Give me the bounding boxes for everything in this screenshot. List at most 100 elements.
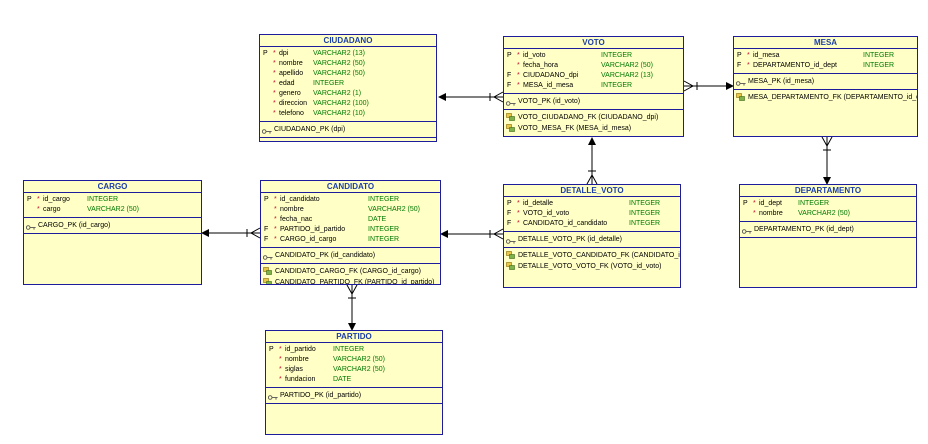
foreign-key-label: VOTO_MESA_FK (MESA_id_mesa) bbox=[518, 125, 632, 132]
primary-key-row[interactable]: DETALLE_VOTO_PK (id_detalle) bbox=[504, 234, 680, 245]
mandatory-marker: * bbox=[273, 80, 276, 87]
primary-key-row[interactable]: CIUDADANO_PK (dpi) bbox=[260, 124, 436, 135]
column-name: CARGO_id_cargo bbox=[280, 236, 337, 243]
column-type: INTEGER bbox=[368, 226, 400, 233]
rel-detalle-voto-voto[interactable] bbox=[586, 137, 598, 185]
primary-key-row[interactable]: DEPARTAMENTO_PK (id_dept) bbox=[740, 224, 916, 235]
foreign-key-row[interactable]: CANDIDATO_CARGO_FK (CARGO_id_cargo) bbox=[261, 266, 440, 277]
primary-key-row[interactable]: CANDIDATO_PK (id_candidato) bbox=[261, 250, 440, 261]
column-name: PARTIDO_id_partido bbox=[280, 226, 346, 233]
foreign-key-row[interactable]: VOTO_CIUDADANO_FK (CIUDADANO_dpi) bbox=[504, 112, 683, 123]
column-key-flag: P bbox=[507, 52, 512, 59]
primary-key-row[interactable]: VOTO_PK (id_voto) bbox=[504, 96, 683, 107]
column-type: VARCHAR2 (50) bbox=[333, 366, 385, 373]
foreign-key-row[interactable]: MESA_DEPARTAMENTO_FK (DEPARTAMENTO_id_de… bbox=[734, 92, 917, 103]
column-type: VARCHAR2 (50) bbox=[87, 206, 139, 213]
column-name: CANDIDATO_id_candidato bbox=[523, 220, 608, 227]
mandatory-marker: * bbox=[747, 62, 750, 69]
key-icon bbox=[741, 227, 752, 234]
column-key-flag: F bbox=[507, 220, 512, 227]
key-icon bbox=[262, 253, 273, 260]
column-name: MESA_id_mesa bbox=[523, 82, 574, 89]
rel-candidato-cargo[interactable] bbox=[201, 227, 261, 239]
key-icon bbox=[267, 393, 278, 400]
column-name: edad bbox=[279, 80, 295, 87]
rel-detalle-voto-candidato[interactable] bbox=[440, 228, 504, 240]
rel-voto-ciudadano[interactable] bbox=[438, 91, 504, 103]
mandatory-marker: * bbox=[517, 220, 520, 227]
column-type: DATE bbox=[333, 376, 352, 383]
column-type: VARCHAR2 (50) bbox=[313, 70, 365, 77]
primary-key-row[interactable]: MESA_PK (id_mesa) bbox=[734, 76, 917, 87]
foreign-key-section: VOTO_CIUDADANO_FK (CIUDADANO_dpi) VOTO_ME… bbox=[504, 110, 683, 136]
primary-key-label: PARTIDO_PK (id_partido) bbox=[280, 392, 362, 399]
mandatory-marker: * bbox=[274, 206, 277, 213]
primary-key-row[interactable]: CARGO_PK (id_cargo) bbox=[24, 220, 201, 231]
mandatory-marker: * bbox=[517, 82, 520, 89]
mandatory-marker: * bbox=[517, 200, 520, 207]
column-key-flag: F bbox=[507, 82, 512, 89]
column-name: apellido bbox=[279, 70, 304, 77]
column-type: VARCHAR2 (50) bbox=[333, 356, 385, 363]
rel-mesa-departamento[interactable] bbox=[821, 136, 833, 185]
mandatory-marker: * bbox=[517, 52, 520, 59]
column-type: DATE bbox=[368, 216, 387, 223]
primary-key-row[interactable]: PARTIDO_PK (id_partido) bbox=[266, 390, 442, 401]
rel-voto-mesa[interactable] bbox=[683, 80, 734, 92]
foreign-key-row[interactable]: DETALLE_VOTO_CANDIDATO_FK (CANDIDATO_id_… bbox=[504, 250, 680, 261]
key-icon bbox=[735, 79, 746, 86]
column-type: INTEGER bbox=[368, 236, 400, 243]
fk-index-icon bbox=[506, 113, 515, 121]
foreign-key-row[interactable]: DETALLE_VOTO_VOTO_FK (VOTO_id_voto) bbox=[504, 261, 680, 272]
column-name: id_dept bbox=[759, 200, 782, 207]
column-key-flag: F bbox=[737, 62, 742, 69]
mandatory-marker: * bbox=[517, 62, 520, 69]
column-key-flag: P bbox=[507, 200, 512, 207]
rel-candidato-partido[interactable] bbox=[346, 284, 358, 331]
foreign-key-row[interactable]: VOTO_MESA_FK (MESA_id_mesa) bbox=[504, 123, 683, 134]
foreign-key-row[interactable]: CANDIDATO_PARTIDO_FK (PARTIDO_id_partido… bbox=[261, 277, 440, 284]
foreign-key-section: DETALLE_VOTO_CANDIDATO_FK (CANDIDATO_id_… bbox=[504, 248, 680, 274]
column-name: id_mesa bbox=[753, 52, 780, 59]
column-name: fecha_hora bbox=[523, 62, 559, 69]
column-name: id_partido bbox=[285, 346, 316, 353]
